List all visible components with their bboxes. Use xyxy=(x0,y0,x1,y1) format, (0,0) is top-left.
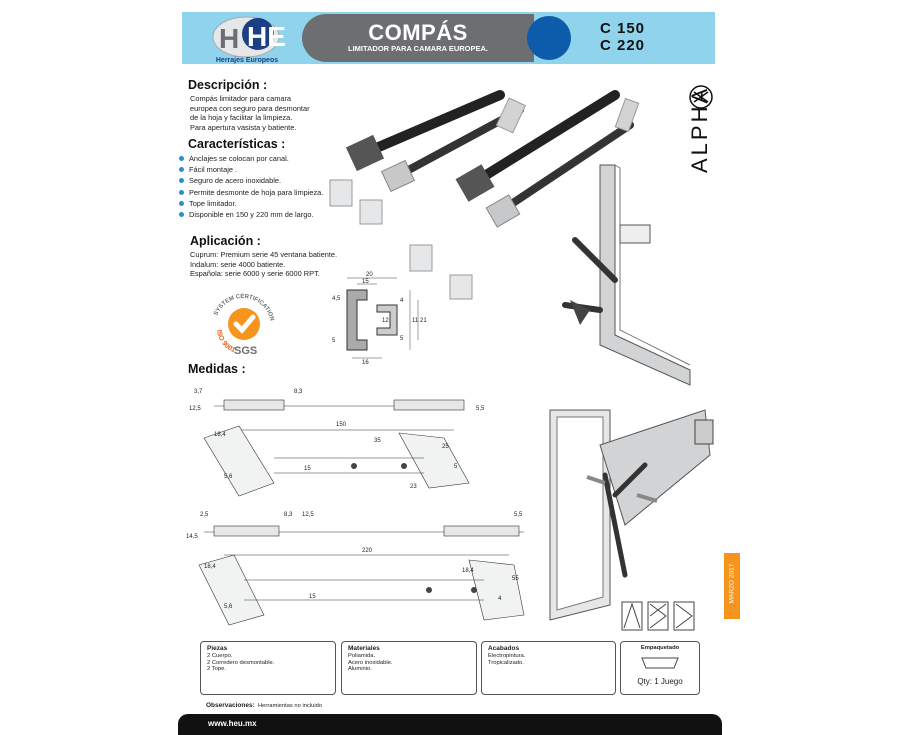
svg-text:5,5: 5,5 xyxy=(476,406,485,412)
svg-text:H: H xyxy=(219,23,239,54)
svg-text:15: 15 xyxy=(304,466,311,472)
svg-text:4,5: 4,5 xyxy=(332,296,341,302)
svg-text:5: 5 xyxy=(332,338,336,344)
svg-text:5: 5 xyxy=(400,336,404,342)
caracteristicas-list: Anclajes se colocan por canal. Fácil mon… xyxy=(178,153,323,220)
svg-text:12,5: 12,5 xyxy=(302,512,314,518)
svg-text:5: 5 xyxy=(454,464,458,470)
svg-text:20: 20 xyxy=(366,272,373,278)
list-item: Fácil montaje . xyxy=(178,164,323,175)
piezas-box: Piezas 2 Cuerpo. 2 Corredero desmontable… xyxy=(200,641,336,695)
descripcion-heading: Descripción : xyxy=(188,78,268,92)
date-tab xyxy=(724,553,740,619)
descripcion-text: Compás limitador para camara europea con… xyxy=(190,94,310,132)
svg-text:21: 21 xyxy=(420,318,427,324)
profile-section-drawing: 20 15 11 4 5 16 21 12 4,5 5 xyxy=(332,272,427,366)
list-item: Anclajes se colocan por canal. xyxy=(178,153,323,164)
svg-text:SGS: SGS xyxy=(234,345,257,357)
svg-text:150: 150 xyxy=(336,422,347,428)
svg-text:8,3: 8,3 xyxy=(294,389,303,395)
acabados-lines: Electropintura. Tropicalizado. xyxy=(488,653,526,666)
product-title: COMPÁS xyxy=(368,20,468,45)
alpha-brand-icon xyxy=(689,85,713,109)
svg-text:12,5: 12,5 xyxy=(189,406,201,412)
svg-text:14,5: 14,5 xyxy=(186,534,198,540)
acabados-box: Acabados Electropintura. Tropicalizado. xyxy=(481,641,616,695)
svg-text:16: 16 xyxy=(362,360,369,366)
observaciones-label: Observaciones: xyxy=(206,702,255,709)
piezas-title: Piezas xyxy=(207,645,228,652)
svg-text:35: 35 xyxy=(374,438,381,444)
model-c150: C 150 xyxy=(600,20,646,37)
svg-text:18,4: 18,4 xyxy=(204,564,216,570)
observaciones-value: Herramientas no incluido xyxy=(258,703,323,709)
window-install-drawing-bottom xyxy=(549,409,714,621)
svg-text:25: 25 xyxy=(442,444,449,450)
date-tab-label: MARZO 2017 xyxy=(728,563,736,604)
c220-dimension-drawing: 2,5 8,3 12,5 5,5 14,5 220 18,4 15 18,4 5… xyxy=(186,512,525,626)
empaquetado-qty: Qty: 1 Juego xyxy=(637,677,683,686)
caracteristicas-heading: Características : xyxy=(188,137,286,151)
svg-text:15: 15 xyxy=(362,279,369,285)
svg-text:3,7: 3,7 xyxy=(194,389,203,395)
window-install-drawing-top xyxy=(562,164,691,386)
svg-text:11: 11 xyxy=(412,318,419,324)
svg-text:15: 15 xyxy=(309,594,316,600)
product-photo-compas xyxy=(329,90,640,300)
footer-url[interactable]: www.heu.mx xyxy=(208,719,257,728)
svg-text:5,5: 5,5 xyxy=(514,512,523,518)
list-item: Permite desmonte de hoja para limpieza. xyxy=(178,187,323,198)
materiales-title: Materiales xyxy=(348,645,380,652)
title-bar xyxy=(302,14,534,62)
package-icon xyxy=(641,657,679,669)
color-dot xyxy=(527,16,571,60)
aplicacion-heading: Aplicación : xyxy=(190,234,261,248)
opening-type-icons xyxy=(621,601,695,631)
svg-text:220: 220 xyxy=(362,548,373,554)
he-logo: H HE xyxy=(212,16,286,58)
svg-text:12: 12 xyxy=(382,318,389,324)
empaquetado-title: Empaquetado xyxy=(640,645,680,651)
svg-text:2,5: 2,5 xyxy=(200,512,209,518)
empaquetado-box: Empaquetado Qty: 1 Juego xyxy=(620,641,700,695)
svg-text:18,4: 18,4 xyxy=(462,568,474,574)
piezas-lines: 2 Cuerpo. 2 Corredero desmontable. 2 Top… xyxy=(207,653,275,672)
materiales-box: Materiales Poliamida. Acero inoxidable. … xyxy=(341,641,477,695)
svg-text:23: 23 xyxy=(410,484,417,490)
alpha-brand: ALPHA xyxy=(687,86,713,173)
materiales-lines: Poliamida. Acero inoxidable. Aluminio. xyxy=(348,653,393,672)
medidas-heading: Medidas : xyxy=(188,362,246,376)
list-item: Seguro de acero inoxidable. xyxy=(178,175,323,186)
list-item: Disponible en 150 y 220 mm de largo. xyxy=(178,209,323,220)
svg-text:18,4: 18,4 xyxy=(214,432,226,438)
svg-text:8,3: 8,3 xyxy=(284,512,293,518)
svg-text:5,6: 5,6 xyxy=(224,474,233,480)
product-subtitle: LIMITADOR PARA CAMARA EUROPEA. xyxy=(348,44,488,53)
svg-text:4: 4 xyxy=(498,596,502,602)
iso-certification-seal: SYSTEM CERTIFICATION ISO 9001 SGS xyxy=(213,294,274,357)
list-item: Tope limitador. xyxy=(178,198,323,209)
model-c220: C 220 xyxy=(600,37,646,54)
svg-text:55: 55 xyxy=(512,576,519,582)
aplicacion-text: Cuprum: Premium serie 45 ventana batient… xyxy=(190,250,338,279)
svg-text:5,6: 5,6 xyxy=(224,604,233,610)
footer-bar xyxy=(178,714,722,735)
logo-subtitle: Herrajes Europeos xyxy=(215,57,279,64)
svg-text:4: 4 xyxy=(400,298,404,304)
svg-text:HE: HE xyxy=(247,21,286,52)
acabados-title: Acabados xyxy=(488,645,520,652)
c150-dimension-drawing: 3,7 8,3 12,5 5,5 150 35 18,4 15 23 5,6 2… xyxy=(189,389,485,497)
